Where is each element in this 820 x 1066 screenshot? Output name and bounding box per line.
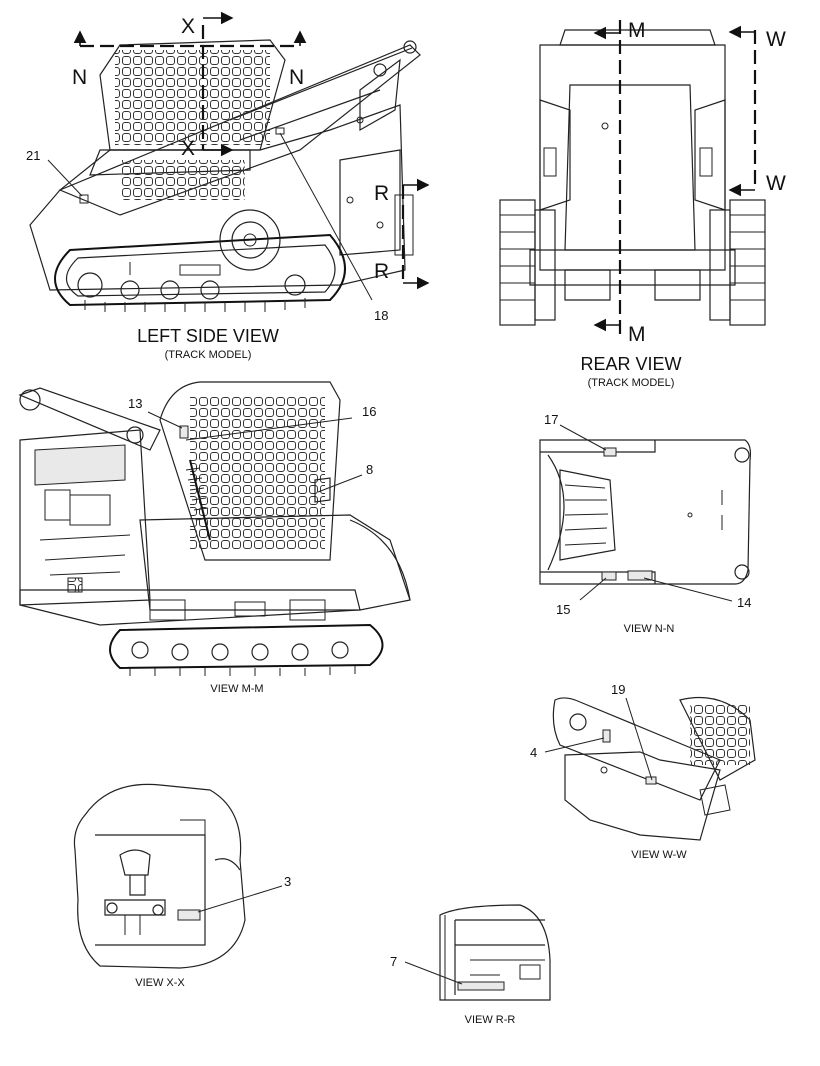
view-n-n-title: VIEW N-N xyxy=(624,623,675,635)
left-side-view xyxy=(29,39,421,312)
left-side-view-subtitle: (TRACK MODEL) xyxy=(165,349,252,361)
view-w-w xyxy=(552,696,756,841)
section-lines-left xyxy=(47,11,430,301)
rear-view xyxy=(499,29,766,326)
view-r-r xyxy=(439,904,551,1001)
callout-16: 16 xyxy=(362,404,376,419)
view-x-x-title: VIEW X-X xyxy=(135,977,185,989)
callout-7: 7 xyxy=(390,954,397,969)
leaders-w-w xyxy=(544,697,653,781)
callout-14: 14 xyxy=(737,595,751,610)
view-m-m xyxy=(18,381,411,676)
view-r-r-title: VIEW R-R xyxy=(465,1014,516,1026)
marker-x-bottom: X xyxy=(181,137,195,160)
marker-w-top: W xyxy=(766,28,786,51)
marker-n-left: N xyxy=(72,66,87,89)
callout-8: 8 xyxy=(366,462,373,477)
callout-18: 18 xyxy=(374,308,388,323)
rear-view-subtitle: (TRACK MODEL) xyxy=(588,377,675,389)
callout-4: 4 xyxy=(530,745,537,760)
rear-view-title: REAR VIEW xyxy=(580,354,681,374)
callout-3: 3 xyxy=(284,874,291,889)
leaders-m-m xyxy=(147,411,363,493)
leaders-x-x xyxy=(197,885,283,913)
callout-13: 13 xyxy=(128,396,142,411)
callout-15: 15 xyxy=(556,602,570,617)
section-lines-rear xyxy=(593,20,757,340)
marker-m-top: M xyxy=(628,19,646,42)
marker-r-top: R xyxy=(374,182,389,205)
marker-x-top: X xyxy=(181,15,195,38)
view-x-x xyxy=(73,783,246,969)
marker-m-bottom: M xyxy=(628,323,646,346)
marker-r-bottom: R xyxy=(374,260,389,283)
callout-21: 21 xyxy=(26,148,40,163)
view-n-n xyxy=(539,439,752,585)
marker-w-bottom: W xyxy=(766,172,786,195)
marker-n-right: N xyxy=(289,66,304,89)
left-side-view-title: LEFT SIDE VIEW xyxy=(137,326,279,346)
leaders-n-n xyxy=(559,424,733,602)
view-m-m-title: VIEW M-M xyxy=(210,683,263,695)
callout-19: 19 xyxy=(611,682,625,697)
callout-17: 17 xyxy=(544,412,558,427)
view-w-w-title: VIEW W-W xyxy=(631,849,687,861)
leaders-r-r xyxy=(404,961,463,985)
